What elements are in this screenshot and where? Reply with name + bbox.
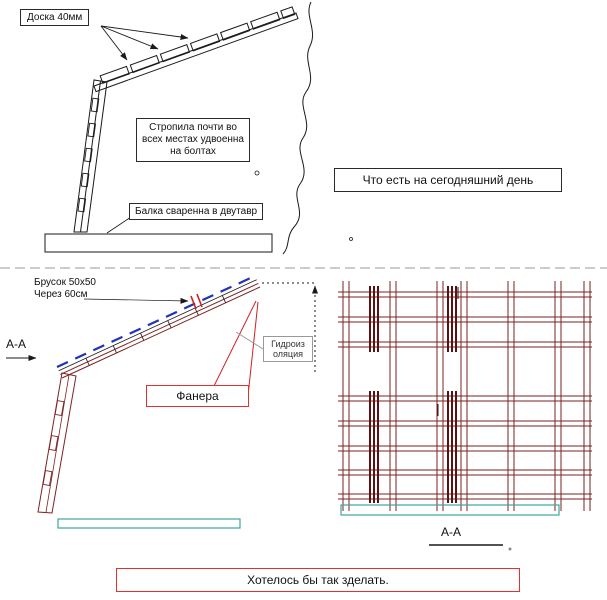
waterproofing-line2: оляция bbox=[273, 349, 303, 359]
torn-edge-wavy-line bbox=[282, 1, 314, 255]
small-circle-mark bbox=[254, 170, 260, 176]
bl-column-board-marks bbox=[42, 400, 65, 487]
top-rafter-beam bbox=[93, 12, 299, 93]
batten-highlight-red-ticks bbox=[190, 293, 203, 310]
board-size-label: Доска 40мм bbox=[20, 9, 90, 26]
dimension-dotted-lines bbox=[262, 282, 318, 372]
plan-foundation-strip bbox=[340, 504, 560, 516]
small-dot-mark bbox=[508, 547, 512, 551]
waterproofing-line1: Гидроиз bbox=[271, 339, 305, 349]
plywood-pointer-lines bbox=[213, 300, 259, 397]
small-circle-mark bbox=[349, 237, 353, 241]
bl-column bbox=[37, 372, 77, 514]
top-structure bbox=[44, 1, 353, 255]
batten-blue-dashed-line bbox=[56, 274, 257, 368]
waterproofing-note-box: Гидроиз оляция bbox=[263, 336, 313, 362]
top-roof-boards bbox=[99, 6, 296, 84]
batten-note-line2: Через 60см bbox=[34, 289, 88, 300]
plan-doubled-rafter-clusters bbox=[369, 286, 457, 503]
plan-small-ticks bbox=[437, 287, 459, 416]
plan-view bbox=[338, 281, 592, 551]
board-label-arrows bbox=[100, 25, 189, 61]
section-arrow-label: А-А bbox=[6, 337, 27, 351]
top-column-board-marks bbox=[77, 97, 100, 213]
top-column bbox=[73, 79, 108, 233]
top-foundation-beam bbox=[44, 233, 273, 253]
plan-horizontal-members bbox=[338, 291, 592, 500]
bl-column-inner-line bbox=[45, 374, 70, 513]
beam-note-box: Балка сваренна в двутавр bbox=[129, 203, 264, 220]
beam-pointer-line bbox=[106, 216, 132, 234]
rafter-note-box: Стропила почти во всех местах удвоенна н… bbox=[136, 118, 250, 162]
bl-structure bbox=[6, 274, 318, 529]
section-view-label: А-А bbox=[441, 525, 462, 539]
bl-foundation-strip bbox=[57, 518, 241, 529]
bl-board-division-ticks bbox=[85, 295, 226, 366]
batten-pointer-line bbox=[83, 297, 189, 304]
batten-note-line1: Брусок 50x50 bbox=[34, 277, 96, 288]
current-state-note-box: Что есть на сегодняшний день bbox=[334, 168, 562, 192]
batten-note: Брусок 50x50 Через 60см bbox=[34, 277, 96, 301]
wish-note-box: Хотелось бы так зделать. bbox=[116, 568, 520, 592]
bl-roof-sandwich bbox=[56, 274, 261, 379]
top-column-inner-line bbox=[80, 80, 101, 233]
plywood-label-box: Фанера bbox=[146, 385, 249, 407]
waterproofing-pointer-line bbox=[235, 331, 264, 350]
